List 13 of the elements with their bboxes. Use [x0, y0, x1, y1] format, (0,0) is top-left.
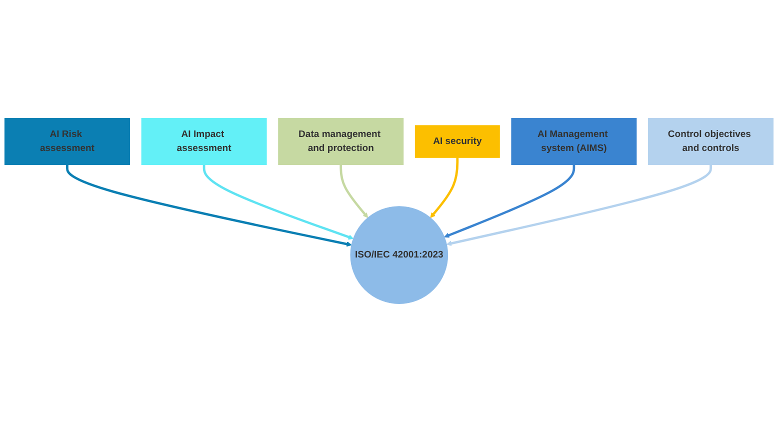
node-box: AI security: [414, 125, 500, 158]
arrow: [444, 164, 576, 238]
arrow: [446, 164, 712, 246]
arrow: [340, 164, 368, 218]
node-box: AI Risk assessment: [4, 118, 130, 166]
arrow: [202, 164, 354, 240]
node-box: Control objectives and controls: [648, 118, 774, 166]
node-box: Data management and protection: [278, 118, 404, 166]
node-circle: ISO/IEC 42001:2023: [350, 206, 448, 304]
node-box: AI Management system (AIMS): [511, 118, 637, 166]
node-box: AI Impact assessment: [141, 118, 267, 166]
arrow: [66, 164, 352, 247]
arrow: [430, 158, 459, 218]
